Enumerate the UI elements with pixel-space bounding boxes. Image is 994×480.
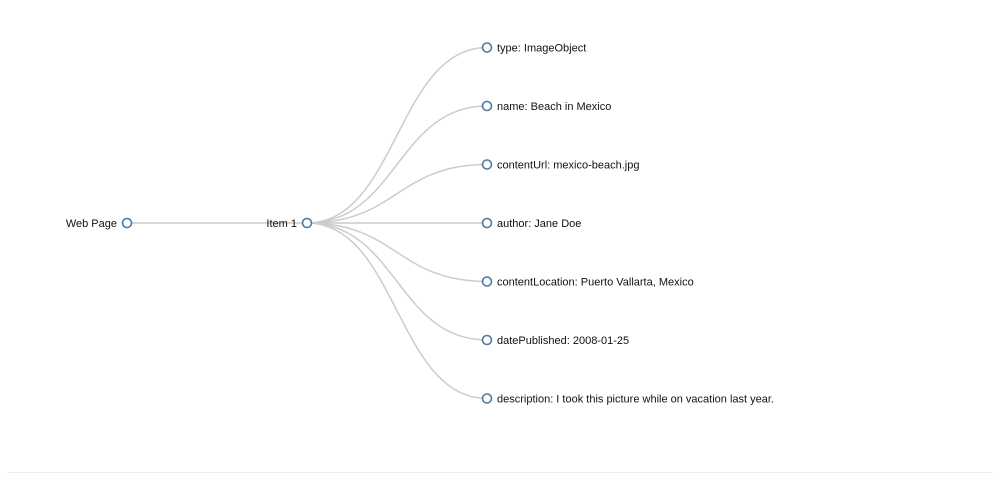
node-label: Web Page — [66, 218, 117, 230]
tree-node-item-1[interactable]: Item 1 — [266, 217, 313, 230]
link-item-1-description — [306, 222, 488, 400]
tree-node-name[interactable]: name: Beach in Mexico — [481, 100, 612, 113]
node-circle-icon[interactable] — [481, 334, 493, 346]
tree-node-content-location[interactable]: contentLocation: Puerto Vallarta, Mexico — [481, 276, 694, 288]
tree-node-date-published[interactable]: datePublished: 2008-01-25 — [481, 334, 630, 347]
node-label: description: I took this picture while o… — [497, 393, 774, 405]
node-label: datePublished: 2008-01-25 — [497, 335, 629, 347]
node-circle-icon[interactable] — [481, 217, 493, 229]
tree-node-type[interactable]: type: ImageObject — [481, 42, 587, 54]
node-circle-icon[interactable] — [481, 276, 493, 287]
tree-node-author[interactable]: author: Jane Doe — [481, 217, 582, 230]
link-item-1-type — [306, 46, 488, 224]
node-label: contentLocation: Puerto Vallarta, Mexico — [497, 276, 694, 288]
tree-node-web-page[interactable]: Web Page — [66, 217, 133, 230]
node-label: type: ImageObject — [497, 42, 586, 54]
node-circle-icon[interactable] — [121, 217, 133, 229]
node-circle-icon[interactable] — [301, 217, 313, 229]
node-label: Item 1 — [266, 218, 297, 230]
node-label: author: Jane Doe — [497, 218, 581, 230]
link-item-1-name — [306, 105, 488, 224]
tree-nodes: Web Page Item 1 type: ImageObject name: Bea… — [66, 42, 774, 405]
link-item-1-content-location — [306, 222, 488, 283]
node-circle-icon[interactable] — [481, 42, 493, 53]
footer-divider — [7, 472, 993, 473]
node-circle-icon[interactable] — [481, 100, 493, 112]
node-circle-icon[interactable] — [481, 159, 493, 170]
node-circle-icon[interactable] — [481, 393, 493, 404]
node-label: name: Beach in Mexico — [497, 101, 611, 113]
tree-node-description[interactable]: description: I took this picture while o… — [481, 393, 774, 405]
link-item-1-content-url — [306, 163, 488, 224]
node-label: contentUrl: mexico-beach.jpg — [497, 159, 639, 171]
link-item-1-date-published — [306, 222, 488, 341]
tree-links — [126, 46, 488, 400]
tree-node-content-url[interactable]: contentUrl: mexico-beach.jpg — [481, 159, 640, 171]
